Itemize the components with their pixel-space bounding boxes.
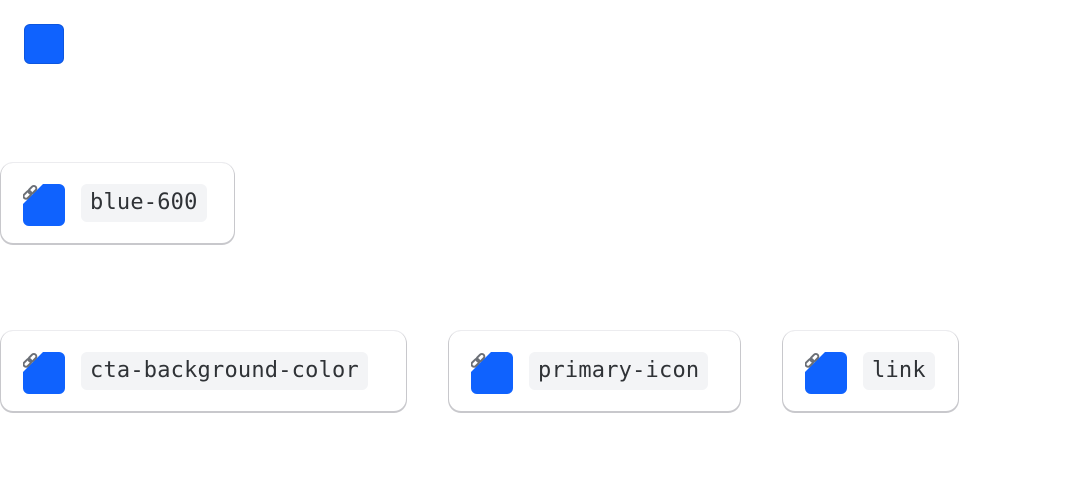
linked-color-swatch <box>471 352 513 394</box>
token-card-link[interactable]: link <box>783 331 958 411</box>
token-name: link <box>863 352 935 390</box>
token-card-primary-icon[interactable]: primary-icon <box>449 331 740 411</box>
link-icon <box>23 184 38 200</box>
token-name: cta-background-color <box>81 352 368 390</box>
linked-color-swatch <box>23 184 65 226</box>
link-icon <box>23 352 38 368</box>
linked-color-swatch <box>805 352 847 394</box>
token-card-cta-background-color[interactable]: cta-background-color <box>1 331 406 411</box>
token-name: primary-icon <box>529 352 709 390</box>
link-icon <box>805 352 820 368</box>
color-swatch <box>24 24 64 64</box>
token-name: blue-600 <box>81 184 207 222</box>
linked-color-swatch <box>23 352 65 394</box>
token-card-blue-600[interactable]: blue-600 <box>1 163 234 243</box>
link-icon <box>471 352 486 368</box>
